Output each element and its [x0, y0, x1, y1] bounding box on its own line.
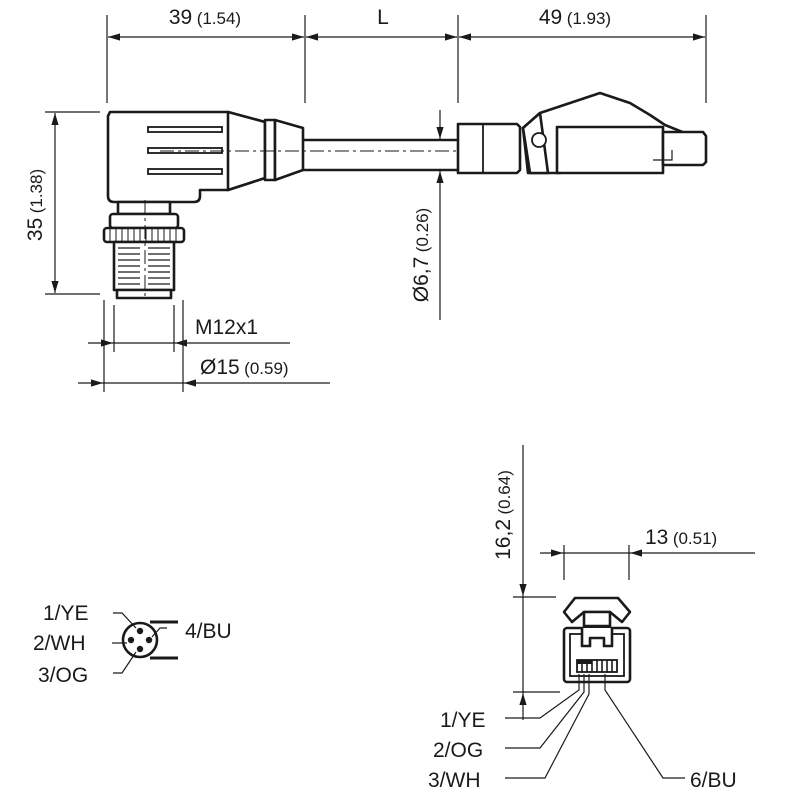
rj45-pin-2: 2/OG: [433, 739, 483, 762]
dim-right-length: 49 (1.93): [539, 6, 611, 29]
m12-pin-3: 3/OG: [38, 664, 88, 687]
dim-outer-diameter: Ø15 (0.59): [200, 356, 289, 379]
dim-rj45-height: 16,2 (0.64): [492, 470, 515, 560]
cable-diameter-dimension: Ø6,7 (0.26): [410, 110, 444, 320]
dim-cable-diameter: Ø6,7 (0.26): [410, 208, 433, 302]
top-dimensions: 39 (1.54) L 49 (1.93): [106, 6, 707, 103]
dim-thread: M12x1: [195, 316, 258, 339]
height-dimension: 35 (1.38): [24, 111, 100, 295]
m12-angled-connector: [102, 110, 305, 300]
rj45-pin-6: 6/BU: [690, 769, 737, 792]
thread-dimensions: M12x1 Ø15 (0.59): [78, 300, 330, 392]
rj45-connector-front: [562, 596, 632, 684]
rj45-front-dimensions: 16,2 (0.64) 13 (0.51): [492, 445, 755, 720]
m12-pin-2: 2/WH: [33, 632, 86, 655]
rj45-pin-1: 1/YE: [440, 709, 486, 732]
m12-pin-1: 1/YE: [43, 602, 89, 625]
dim-left-length: 39 (1.54): [169, 6, 241, 29]
m12-pin-4: 4/BU: [185, 620, 232, 643]
rj45-connector-side: [456, 91, 708, 175]
dim-rj45-width: 13 (0.51): [645, 526, 717, 549]
dim-cable-length: L: [377, 6, 389, 29]
dim-height: 35 (1.38): [24, 169, 47, 241]
rj45-pinout: 1/YE 2/OG 3/WH 6/BU: [428, 674, 737, 792]
m12-pinout: 1/YE 2/WH 3/OG 4/BU: [33, 602, 232, 687]
rj45-pin-3: 3/WH: [428, 769, 481, 792]
